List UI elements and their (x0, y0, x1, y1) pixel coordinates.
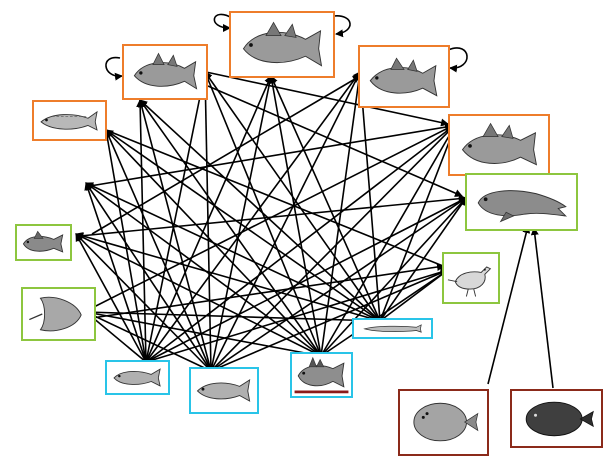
node-seabird (442, 252, 500, 304)
node-mackerel (32, 100, 107, 141)
flatfish-icon (413, 402, 479, 442)
gurnard-icon (22, 230, 64, 253)
interaction-arrow (105, 129, 212, 372)
interaction-arrow (137, 99, 212, 372)
interaction-arrow (320, 123, 457, 357)
node-herring-b (189, 367, 259, 414)
ray-icon (29, 296, 82, 332)
interaction-arrow (379, 123, 458, 322)
interaction-arrow (103, 129, 147, 363)
node-gadoid-d (448, 114, 550, 176)
node-gadoid-b (229, 11, 335, 78)
node-gurnard (15, 224, 72, 261)
interaction-arrow (85, 311, 212, 372)
interaction-arrow (210, 123, 457, 372)
interaction-arrow (89, 123, 453, 187)
interaction-arrow (320, 71, 364, 357)
interaction-arrow (201, 71, 212, 372)
redfish-icon (294, 356, 349, 394)
sandeel-icon (363, 324, 422, 333)
interaction-arrow (145, 268, 449, 363)
cod-icon (461, 122, 538, 166)
node-gadoid-c (358, 45, 450, 108)
interaction-arrow (210, 269, 449, 372)
mackerel-icon (40, 110, 98, 131)
interaction-arrow (85, 311, 147, 363)
self-loop-arrow (105, 56, 123, 81)
interaction-arrow (83, 123, 457, 313)
node-flatfish-b (510, 389, 603, 448)
interaction-arrow (207, 85, 463, 197)
interaction-arrow (320, 197, 467, 357)
interaction-arrow (356, 71, 381, 322)
self-loop-arrow (333, 15, 351, 38)
node-sandeel (352, 318, 433, 339)
interaction-arrow (487, 225, 531, 385)
node-seal (465, 173, 578, 231)
interaction-arrow (75, 233, 322, 357)
interaction-arrow (205, 71, 449, 127)
self-loop-arrow (447, 47, 468, 73)
flatfish-icon (525, 401, 594, 437)
node-redfish (290, 352, 353, 398)
interaction-arrow (85, 309, 322, 357)
herring-icon (196, 379, 251, 402)
interaction-arrow (379, 269, 449, 322)
interaction-arrow (530, 227, 554, 389)
interaction-arrow (204, 71, 381, 322)
herring-icon (113, 368, 161, 387)
interaction-arrow (75, 232, 381, 322)
interaction-arrow (210, 71, 361, 372)
interaction-arrow (105, 129, 449, 270)
node-flatfish-a (398, 389, 489, 456)
self-loop-arrow (213, 13, 233, 32)
interaction-arrow (379, 197, 467, 322)
node-gadoid-a (122, 44, 208, 100)
interaction-arrow (85, 182, 212, 372)
node-herring-a (105, 360, 170, 395)
interaction-arrow (320, 269, 449, 357)
cod-icon (369, 57, 438, 97)
interaction-arrow (139, 99, 381, 322)
interaction-arrow (85, 308, 381, 322)
interaction-arrow (139, 99, 322, 357)
interaction-arrow (85, 182, 381, 322)
interaction-arrow (210, 197, 467, 372)
seal-icon (477, 190, 568, 223)
interaction-arrow (84, 182, 147, 363)
seabird-icon (447, 266, 492, 297)
interaction-arrow (91, 263, 445, 319)
cod-icon (133, 52, 198, 90)
interaction-arrow (85, 182, 322, 357)
interaction-arrow (145, 197, 467, 363)
interaction-arrow (145, 71, 361, 363)
node-ray (21, 287, 96, 341)
interaction-arrow (105, 129, 381, 322)
interaction-arrow (91, 75, 361, 235)
cod-icon (242, 21, 323, 67)
interaction-arrow (75, 233, 212, 372)
